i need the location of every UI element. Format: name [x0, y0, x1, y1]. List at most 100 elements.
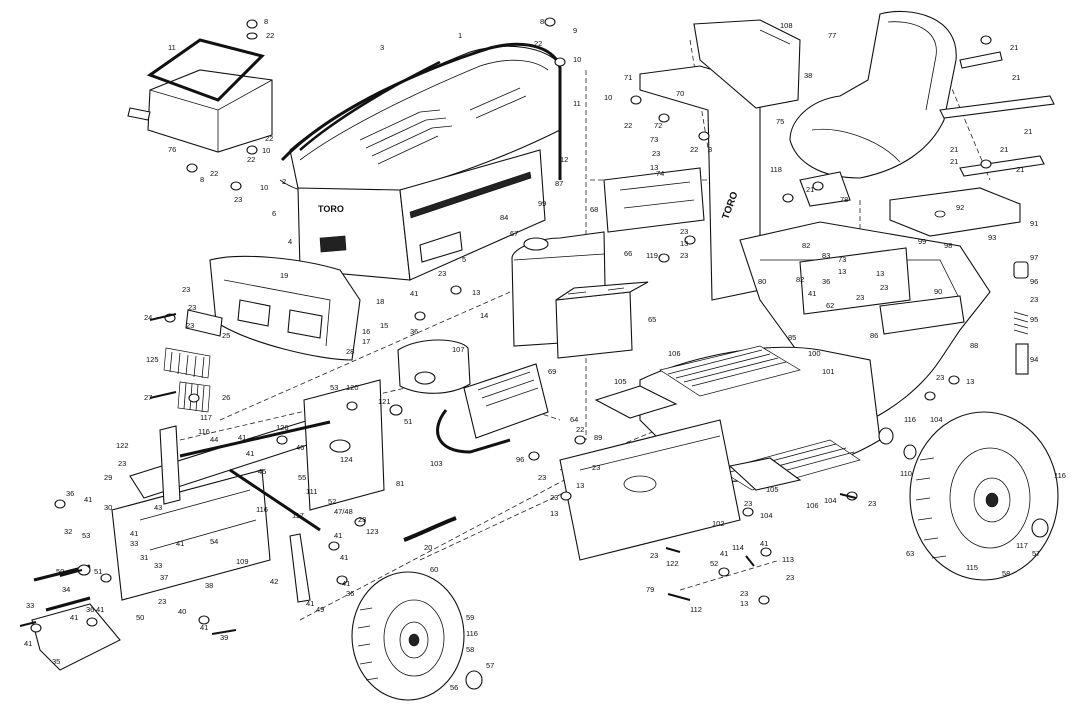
callout-number: 32 [64, 527, 72, 536]
callout-number: 51 [94, 567, 102, 576]
callout-number: 16 [362, 327, 370, 336]
callout-number: 89 [594, 433, 602, 442]
seat-rails [939, 51, 1055, 177]
callout-number: 23 [786, 573, 794, 582]
callout-number: 41 [720, 549, 728, 558]
callout-number: 56 [450, 683, 458, 692]
front-frame [111, 379, 385, 601]
callout-number: 29 [104, 473, 112, 482]
front-wheel [351, 571, 465, 701]
callout-number: 96 [1030, 277, 1038, 286]
callout-number: 58 [1002, 569, 1010, 578]
callout-number: 84 [500, 213, 508, 222]
callout-number: 31 [140, 553, 148, 562]
callout-number: 68 [590, 205, 598, 214]
callout-number: 38 [804, 71, 812, 80]
callout-number: 23 [186, 321, 194, 330]
callout-number: 14 [480, 311, 488, 320]
callout-number: 23 [358, 515, 366, 524]
callout-number: 41 [24, 639, 32, 648]
callout-number: 2 [282, 177, 286, 186]
callout-number: 76 [168, 145, 176, 154]
callout-number: 41 [334, 531, 342, 540]
callout-number: 36 [86, 605, 94, 614]
callout-number: 21 [806, 185, 814, 194]
callout-number: 25 [222, 331, 230, 340]
hood-brand-label: TORO [318, 204, 344, 214]
callout-number: 122 [116, 441, 129, 450]
callout-number: 106 [668, 349, 681, 358]
callout-number: 23 [118, 459, 126, 468]
callout-number: 116 [256, 505, 268, 514]
callout-number: 23 [550, 493, 558, 502]
callout-number: 117 [1016, 541, 1028, 550]
callout-number: 10 [262, 146, 270, 155]
callout-number: 82 [802, 241, 810, 250]
callout-number: 116 [1054, 471, 1066, 480]
callout-number: 41 [342, 579, 350, 588]
hood-trim-strip [299, 60, 441, 151]
callout-number: 33 [130, 539, 138, 548]
callout-number: 23 [868, 499, 876, 508]
callout-number: 23 [158, 597, 166, 606]
callout-number: 118 [770, 165, 782, 174]
callout-number: 102 [712, 519, 725, 528]
callout-number: 30 [104, 503, 112, 512]
callout-number: 120 [346, 383, 359, 392]
callout-number: 33 [26, 601, 34, 610]
callout-number: 8 [200, 175, 204, 184]
callout-number: 119 [646, 251, 658, 260]
callout-number: 77 [828, 31, 836, 40]
callout-number: 97 [1030, 253, 1038, 262]
callout-number: 21 [1000, 145, 1008, 154]
callout-number: 3 [380, 43, 384, 52]
callout-number: 99 [538, 199, 546, 208]
console-cover [693, 19, 801, 109]
callout-number: 38 [205, 581, 213, 590]
callout-number: 35 [52, 657, 60, 666]
callout-number: 41 [130, 529, 138, 538]
battery [555, 281, 649, 359]
callout-number: 41 [84, 495, 92, 504]
callout-number: 117 [200, 413, 212, 422]
callout-number: 23 [592, 463, 600, 472]
callout-number: 69 [548, 367, 556, 376]
callout-number: 123 [366, 527, 379, 536]
callout-number: 116 [198, 427, 210, 436]
callout-number: 99 [918, 237, 926, 246]
callout-number: 43 [154, 503, 162, 512]
callout-number: 18 [376, 297, 384, 306]
callout-number: 106 [806, 501, 819, 510]
callout-number: 62 [826, 301, 834, 310]
callout-number: 10 [573, 55, 581, 64]
callout-number: 41 [70, 613, 78, 622]
front-bumper [209, 255, 361, 361]
callout-number: 22 [576, 425, 584, 434]
callout-number: 52 [710, 559, 718, 568]
callout-number: 46 [296, 443, 304, 452]
callout-number: 42 [270, 577, 278, 586]
hardware [19, 17, 992, 635]
callout-number: 81 [396, 479, 404, 488]
callout-number: 57 [1032, 549, 1040, 558]
callout-number: 110 [900, 469, 912, 478]
callout-number: 58 [466, 645, 474, 654]
callout-number: 23 [650, 551, 658, 560]
callout-number: 26 [222, 393, 230, 402]
callout-number: 54 [210, 537, 218, 546]
callout-number: 64 [570, 415, 578, 424]
callout-number: 121 [378, 397, 391, 406]
callout-number: 23 [740, 589, 748, 598]
callout-number: 112 [690, 605, 702, 614]
callout-number: 104 [930, 415, 943, 424]
callout-number: 50 [136, 613, 144, 622]
callout-number: 23 [234, 195, 242, 204]
callout-number: 53 [330, 383, 338, 392]
callout-number: 11 [573, 99, 581, 108]
callout-number: 92 [956, 203, 964, 212]
callout-number: 12 [560, 155, 568, 164]
callout-number: 74 [656, 169, 664, 178]
callout-number: 101 [822, 367, 835, 376]
